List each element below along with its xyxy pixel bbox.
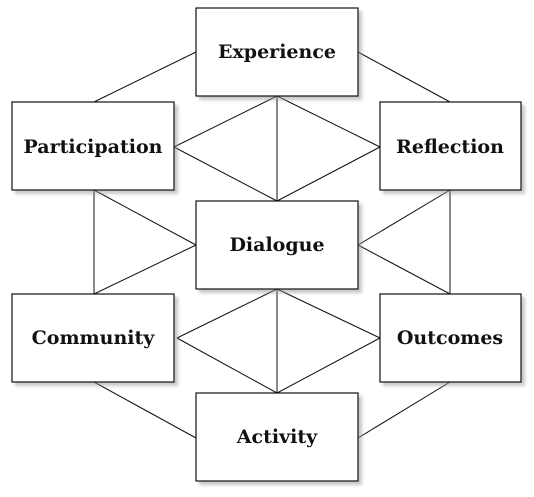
edge-outcomes-activity (357, 381, 451, 439)
edge-community-activity (93, 381, 197, 439)
node-outcomes-label: Outcomes (397, 327, 503, 349)
node-reflection: Reflection (379, 101, 525, 194)
edge-dialogue-outcomes-inner (276, 288, 381, 339)
edge-outcomes-activity-inner (276, 337, 381, 394)
edge-reflection-dialogue-side (357, 189, 451, 246)
edge-experience-reflection-inner (276, 95, 381, 148)
node-activity-label: Activity (236, 426, 318, 448)
edge-dialogue-community-inner (176, 288, 278, 339)
edge-participation-dialogue-inner (173, 146, 278, 202)
edge-experience-reflection (357, 51, 451, 103)
node-experience: Experience (195, 7, 362, 100)
node-participation: Participation (11, 101, 178, 194)
edge-community-dialogue-side (93, 244, 197, 295)
node-activity: Activity (195, 392, 362, 485)
edge-reflection-dialogue-inner (276, 146, 381, 202)
edge-community-activity-inner (176, 337, 278, 394)
node-outcomes: Outcomes (379, 293, 525, 386)
node-experience-label: Experience (218, 41, 336, 63)
edge-experience-participation-inner (173, 95, 278, 148)
edge-experience-participation (93, 51, 197, 103)
node-reflection-label: Reflection (396, 136, 504, 158)
node-community-label: Community (32, 327, 156, 349)
node-participation-label: Participation (24, 136, 163, 158)
node-dialogue: Dialogue (195, 200, 362, 293)
node-community: Community (11, 293, 178, 386)
edge-participation-dialogue-side (93, 189, 197, 246)
edge-outcomes-dialogue-side (357, 244, 451, 295)
node-dialogue-label: Dialogue (229, 234, 324, 256)
connectors (93, 51, 451, 439)
